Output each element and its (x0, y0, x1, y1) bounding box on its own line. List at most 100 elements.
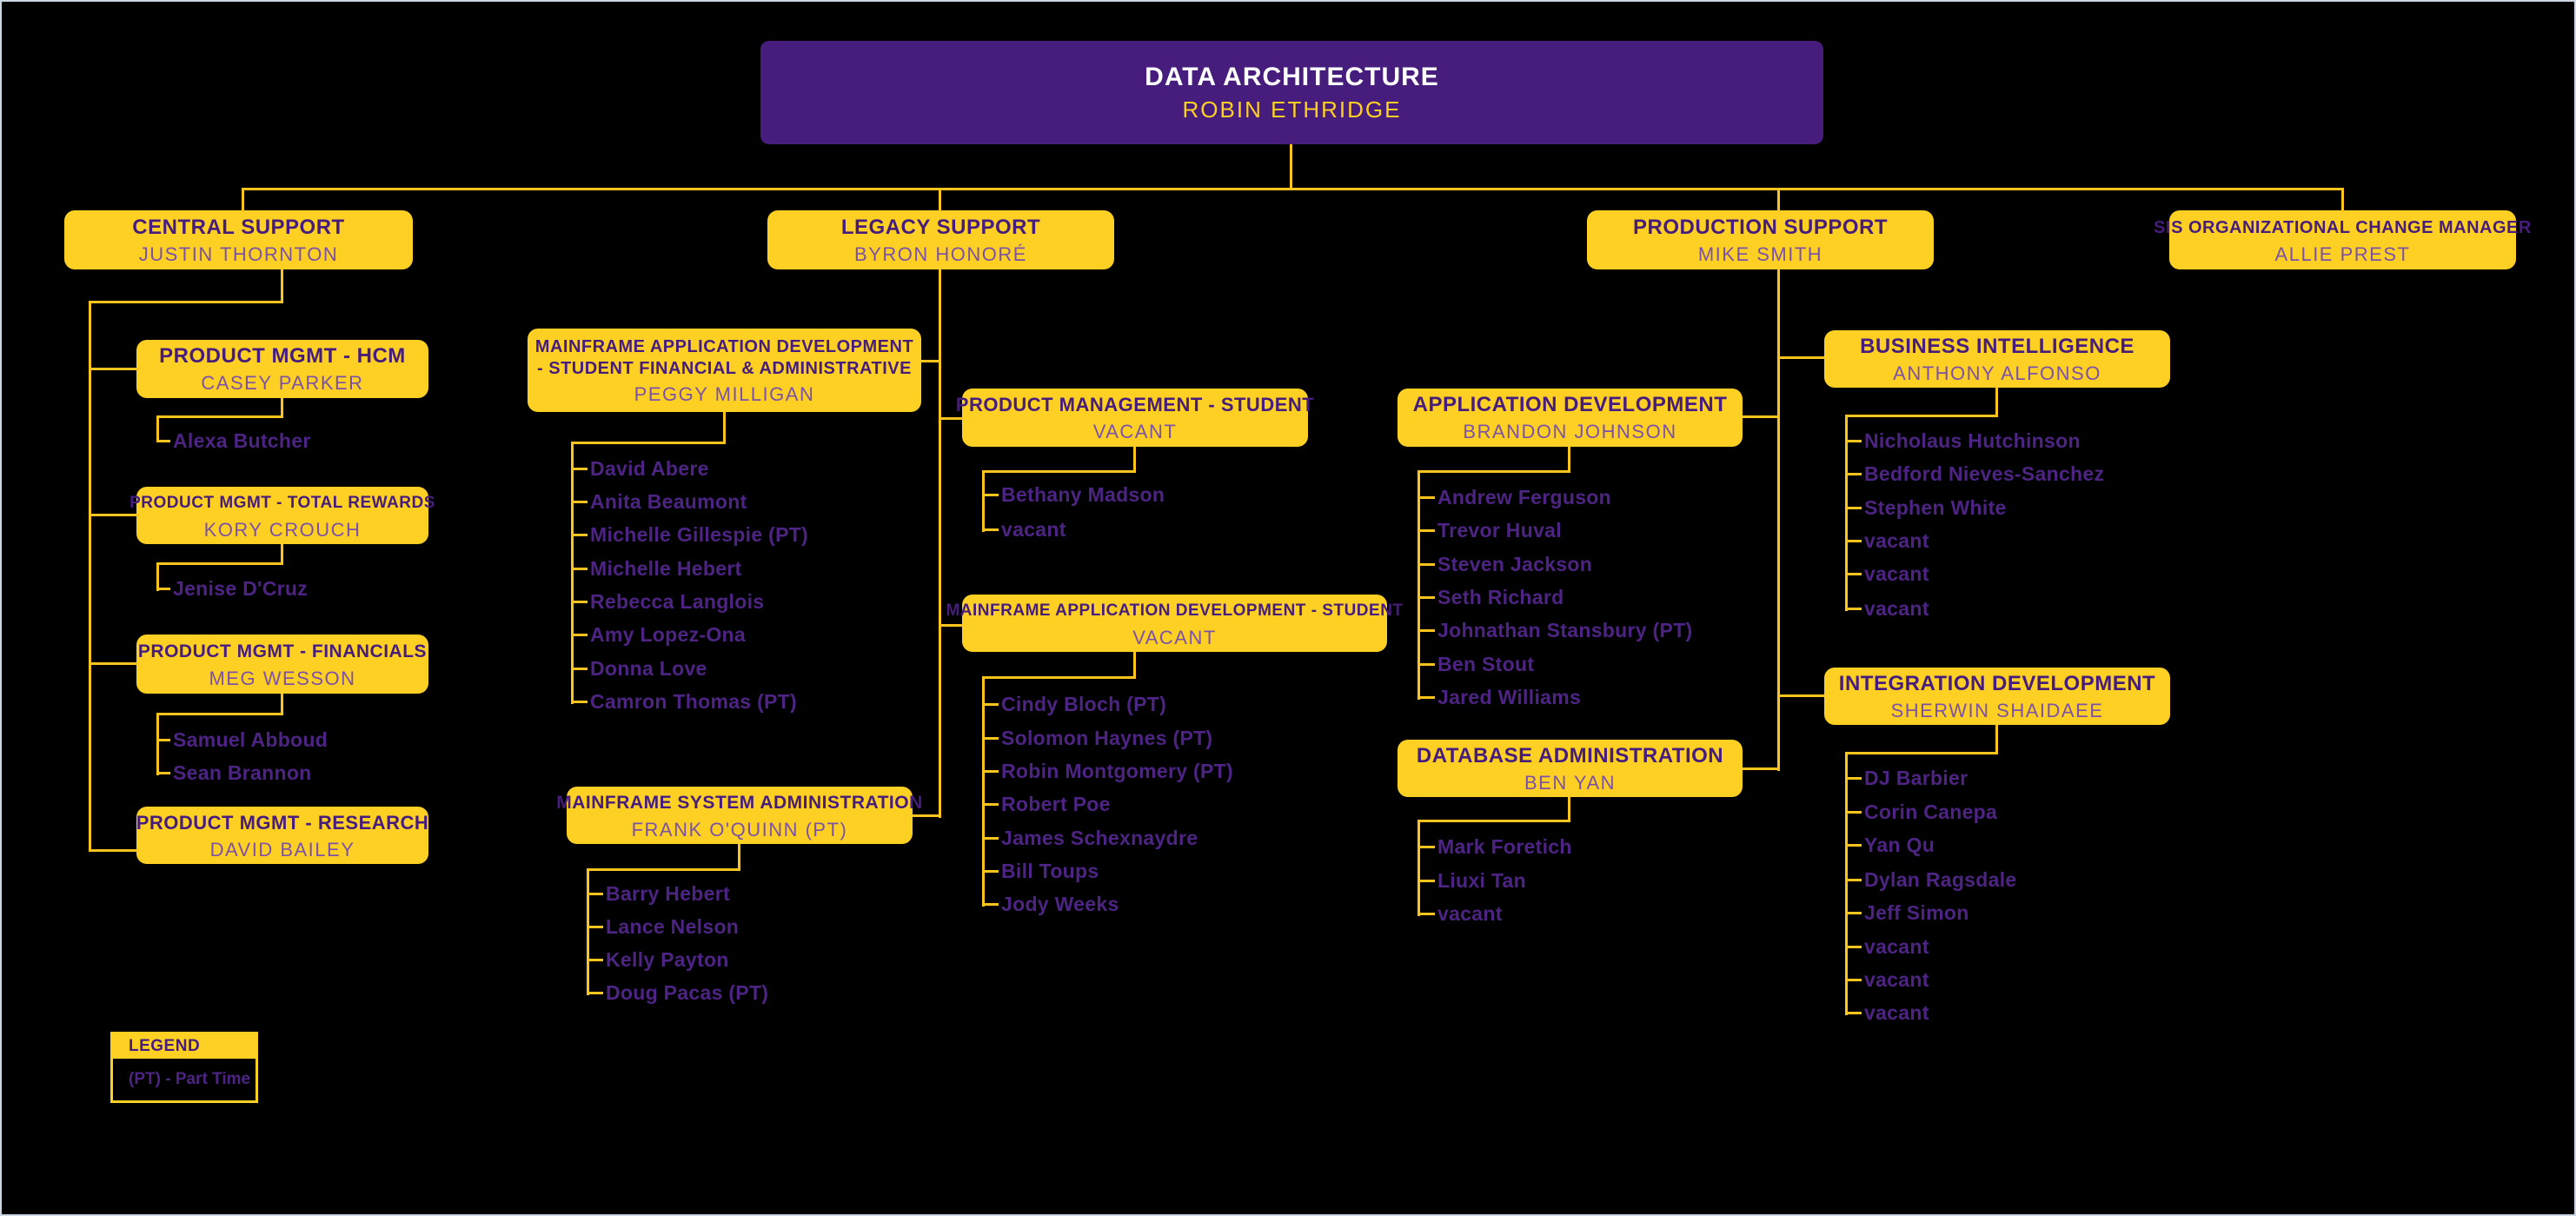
report-name: Bethany Madson (1001, 483, 1165, 506)
org-box-product-mgmt-total-rewards: PRODUCT MGMT - TOTAL REWARDS KORY CROUCH (129, 487, 435, 544)
connector-line (281, 544, 283, 565)
report-name: Bedford Nieves-Sanchez (1864, 462, 2105, 485)
org-box-business-intelligence: BUSINESS INTELLIGENCE ANTHONY ALFONSO (1824, 330, 2170, 388)
box-person: VACANT (1092, 421, 1178, 442)
connector-line (723, 412, 726, 444)
connector-line (89, 368, 138, 370)
connector-tick (1845, 507, 1862, 509)
report-name: Amy Lopez-Ona (590, 623, 746, 646)
report-name: James Schexnaydre (1001, 827, 1198, 849)
box-person: BRANDON JOHNSON (1463, 421, 1677, 442)
box-title: PRODUCT MANAGEMENT - STUDENT (955, 394, 1315, 415)
connector-line (1743, 767, 1779, 770)
report-name: Johnathan Stansbury (PT) (1437, 619, 1693, 641)
connector-line (939, 624, 963, 627)
report-name: Lance Nelson (606, 915, 740, 938)
connector-line (1995, 388, 1998, 417)
report-name: Kelly Payton (606, 948, 729, 971)
connector-tick (1845, 879, 1862, 881)
connector-line (939, 269, 941, 818)
connector-tick (571, 668, 588, 670)
connector-tick (571, 701, 588, 703)
report-name: Mark Foretich (1437, 835, 1572, 858)
connector-line (156, 713, 159, 775)
connector-tick (982, 770, 999, 773)
connector-line (1995, 725, 1998, 754)
connector-line (1778, 356, 1824, 359)
box-person: FRANK O'QUINN (PT) (631, 818, 848, 841)
box-title: PRODUCT MGMT - TOTAL REWARDS (129, 493, 435, 512)
report-name: vacant (1864, 597, 1929, 620)
connector-tick (156, 440, 170, 442)
report-name: vacant (1864, 529, 1929, 552)
report-name: Trevor Huval (1437, 519, 1562, 542)
report-name: Stephen White (1864, 496, 2007, 519)
connector-tick (587, 959, 603, 961)
org-box-sis-organizational-change-manager: SIS ORGANIZATIONAL CHANGE MANAGER ALLIE … (2154, 210, 2531, 269)
org-box-integration-development: INTEGRATION DEVELOPMENT SHERWIN SHAIDAEE (1824, 668, 2170, 725)
connector-line (156, 713, 283, 715)
report-name: vacant (1001, 518, 1066, 541)
org-box-database-administration: DATABASE ADMINISTRATION BEN YAN (1398, 740, 1743, 797)
connector-line (281, 269, 283, 303)
org-box-mainframe-app-dev-student: MAINFRAME APPLICATION DEVELOPMENT - STUD… (946, 595, 1403, 652)
connector-line (1417, 470, 1570, 473)
connector-line (1743, 415, 1779, 418)
connector-tick (982, 703, 999, 706)
report-name: Ben Stout (1437, 653, 1535, 675)
connector-line (939, 188, 941, 212)
connector-tick (1417, 596, 1435, 599)
connector-tick (1845, 811, 1862, 814)
report-name: vacant (1864, 562, 1929, 585)
org-box-data-architecture: DATA ARCHITECTURE ROBIN ETHRIDGE (760, 41, 1823, 144)
report-name: Robert Poe (1001, 793, 1111, 815)
org-box-mainframe-app-dev-student-financial-administrative: MAINFRAME APPLICATION DEVELOPMENT - STUD… (528, 329, 921, 412)
box-person: VACANT (1132, 626, 1217, 648)
connector-tick (156, 739, 170, 741)
connector-tick (1845, 946, 1862, 948)
connector-line (242, 188, 244, 212)
report-name: Robin Montgomery (PT) (1001, 760, 1233, 782)
box-title: DATA ARCHITECTURE (1145, 63, 1439, 91)
connector-tick (1417, 629, 1435, 632)
connector-line (982, 676, 1136, 679)
connector-tick (1845, 912, 1862, 914)
connector-line (156, 415, 159, 442)
connector-tick (587, 893, 603, 895)
box-person: ROBIN ETHRIDGE (1182, 96, 1402, 123)
box-person: CASEY PARKER (201, 372, 364, 394)
connector-tick (982, 803, 999, 806)
report-name: Cindy Bloch (PT) (1001, 693, 1167, 715)
box-person: SHERWIN SHAIDAEE (1890, 699, 2104, 721)
connector-line (2341, 188, 2344, 212)
connector-tick (1845, 440, 1862, 442)
connector-line (281, 398, 283, 418)
box-title: PRODUCT MGMT - HCM (159, 344, 406, 368)
report-name: vacant (1437, 902, 1503, 925)
connector-line (1568, 447, 1570, 473)
report-name: Jody Weeks (1001, 893, 1119, 915)
box-person: BEN YAN (1524, 771, 1617, 794)
connector-line (913, 814, 940, 817)
connector-tick (571, 634, 588, 636)
report-name: Camron Thomas (PT) (590, 690, 797, 713)
connector-tick (1417, 496, 1435, 499)
box-title: APPLICATION DEVELOPMENT (1412, 393, 1728, 416)
connector-tick (982, 737, 999, 740)
box-title: MAINFRAME SYSTEM ADMINISTRATION (556, 792, 923, 813)
connector-tick (1417, 563, 1435, 566)
connector-line (156, 415, 283, 418)
report-name: Anita Beaumont (590, 490, 747, 513)
connector-tick (1845, 573, 1862, 575)
connector-line (156, 562, 283, 565)
report-name: vacant (1864, 968, 1929, 991)
report-name: Rebecca Langlois (590, 590, 765, 613)
connector-tick (571, 468, 588, 470)
box-title: CENTRAL SUPPORT (132, 215, 345, 239)
report-name: Jared Williams (1437, 686, 1582, 708)
report-name: Seth Richard (1437, 586, 1564, 608)
box-title: BUSINESS INTELLIGENCE (1860, 334, 2134, 358)
connector-tick (982, 903, 999, 906)
org-box-legacy-support: LEGACY SUPPORT BYRON HONORÉ (767, 210, 1114, 269)
connector-tick (587, 926, 603, 928)
